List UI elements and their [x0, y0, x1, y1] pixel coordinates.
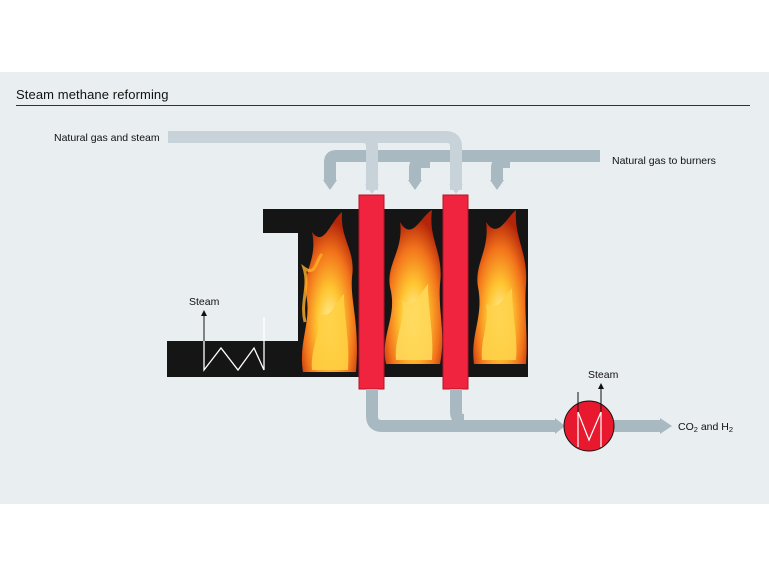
burner-nozzle-2	[408, 180, 422, 190]
product-label-sub2: 2	[729, 425, 733, 434]
feed-pipe	[168, 131, 463, 194]
title-divider	[16, 105, 750, 106]
diagram-panel: Steam methane reforming	[0, 72, 769, 504]
flame-icon	[473, 210, 527, 364]
product-pipe	[366, 389, 672, 434]
reformer-diagram: Natural gas and steam Natural gas to bur…	[54, 131, 733, 452]
burner-gas-label: Natural gas to burners	[612, 155, 716, 167]
page-title: Steam methane reforming	[16, 87, 169, 102]
burner-nozzle-1	[323, 180, 337, 190]
feed-label: Natural gas and steam	[54, 132, 160, 144]
product-label-sub: 2	[694, 425, 698, 434]
burner-gas-header-pipe	[323, 150, 600, 190]
product-label-co: CO	[678, 421, 694, 433]
heat-exchanger-icon	[563, 383, 615, 452]
reformer-tube-1	[358, 194, 385, 390]
flame-icon	[301, 212, 357, 372]
burner-nozzle-3	[490, 180, 504, 190]
steam-coil-icon	[201, 310, 265, 372]
product-label-and-h: and H	[698, 421, 729, 433]
reformer-tube-2	[442, 194, 469, 390]
flame-icon	[384, 210, 443, 364]
steam-label-left: Steam	[189, 296, 220, 308]
product-label: CO2 and H2	[678, 421, 733, 434]
steam-label-right: Steam	[588, 369, 619, 381]
